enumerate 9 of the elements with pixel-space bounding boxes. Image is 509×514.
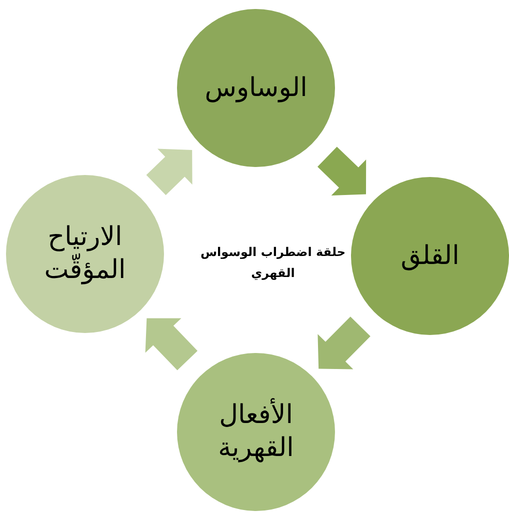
step-circle: الارتياح المؤقّت xyxy=(6,175,164,333)
step-circle: الأفعال القهرية xyxy=(177,353,335,511)
block-arrow xyxy=(145,318,198,370)
block-arrow xyxy=(146,148,192,196)
block-arrow xyxy=(318,316,370,370)
cycle-title: حلقة اضطراب الوسواس القهري xyxy=(200,244,346,282)
step-circle: القلق xyxy=(351,177,509,335)
step-circle: الوساوس xyxy=(177,9,335,167)
block-arrow xyxy=(318,146,366,196)
